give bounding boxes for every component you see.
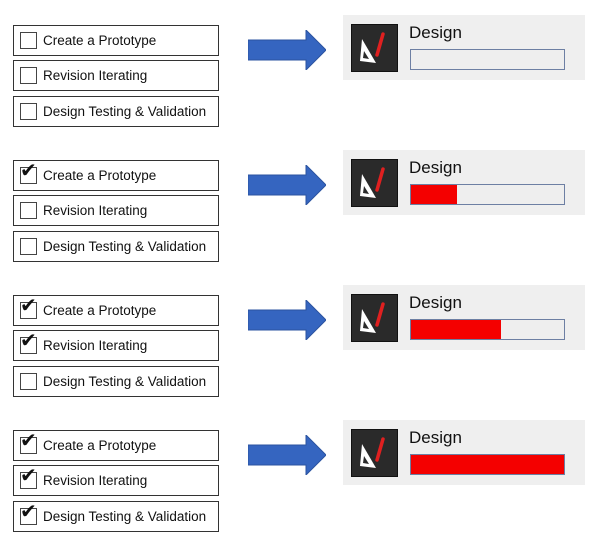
task-label: Revision Iterating: [43, 68, 148, 83]
set-square-and-pencil-icon: [351, 159, 398, 207]
progress-fill: [411, 185, 457, 204]
right-arrow-icon: [248, 435, 326, 475]
checkbox[interactable]: [20, 67, 37, 84]
progress-panel: Design: [343, 15, 585, 80]
checkmark-icon: ✔: [20, 430, 37, 452]
checkmark-icon: ✔: [20, 295, 37, 317]
task-item[interactable]: ✔ Create a Prototype: [13, 160, 219, 191]
step-group: ✔ Create a Prototype Revision Iterating …: [0, 145, 600, 280]
task-item[interactable]: Design Testing & Validation: [13, 96, 219, 127]
right-arrow-icon: [248, 165, 326, 205]
task-label: Design Testing & Validation: [43, 239, 207, 254]
checkbox[interactable]: [20, 103, 37, 120]
step-group: Create a Prototype Revision Iterating De…: [0, 10, 600, 145]
progress-bar: [410, 184, 565, 205]
task-item[interactable]: Create a Prototype: [13, 25, 219, 56]
task-item[interactable]: ✔ Create a Prototype: [13, 430, 219, 461]
checkbox[interactable]: ✔: [20, 466, 37, 489]
progress-panel: Design: [343, 150, 585, 215]
task-item[interactable]: ✔ Revision Iterating: [13, 465, 219, 496]
checkbox[interactable]: ✔: [20, 331, 37, 354]
task-label: Design Testing & Validation: [43, 509, 207, 524]
task-item[interactable]: Revision Iterating: [13, 195, 219, 226]
checkmark-icon: ✔: [20, 160, 37, 182]
step-group: ✔ Create a Prototype ✔ Revision Iteratin…: [0, 280, 600, 415]
progress-panel: Design: [343, 420, 585, 485]
panel-title: Design: [409, 428, 462, 447]
checkbox[interactable]: [20, 202, 37, 219]
right-arrow-icon: [248, 30, 326, 70]
task-label: Create a Prototype: [43, 168, 157, 183]
step-group: ✔ Create a Prototype ✔ Revision Iteratin…: [0, 415, 600, 550]
panel-title: Design: [409, 293, 462, 312]
panel-title: Design: [409, 158, 462, 177]
progress-bar: [410, 319, 565, 340]
task-item[interactable]: Revision Iterating: [13, 60, 219, 91]
checkmark-icon: ✔: [20, 465, 37, 487]
checkbox[interactable]: [20, 373, 37, 390]
task-label: Create a Prototype: [43, 303, 157, 318]
checkbox[interactable]: ✔: [20, 502, 37, 525]
progress-bar: [410, 49, 565, 70]
panel-title: Design: [409, 23, 462, 42]
checkbox[interactable]: ✔: [20, 296, 37, 319]
task-label: Create a Prototype: [43, 33, 157, 48]
task-item[interactable]: ✔ Create a Prototype: [13, 295, 219, 326]
task-item[interactable]: Design Testing & Validation: [13, 231, 219, 262]
checkbox[interactable]: ✔: [20, 161, 37, 184]
set-square-and-pencil-icon: [351, 24, 398, 72]
task-label: Design Testing & Validation: [43, 374, 207, 389]
progress-panel: Design: [343, 285, 585, 350]
progress-fill: [411, 455, 564, 474]
checkbox[interactable]: [20, 32, 37, 49]
checkmark-icon: ✔: [20, 330, 37, 352]
right-arrow-icon: [248, 300, 326, 340]
checkmark-icon: ✔: [20, 501, 37, 523]
task-label: Create a Prototype: [43, 438, 157, 453]
checkbox[interactable]: ✔: [20, 431, 37, 454]
task-item[interactable]: ✔ Design Testing & Validation: [13, 501, 219, 532]
task-item[interactable]: ✔ Revision Iterating: [13, 330, 219, 361]
checkbox[interactable]: [20, 238, 37, 255]
set-square-and-pencil-icon: [351, 429, 398, 477]
set-square-and-pencil-icon: [351, 294, 398, 342]
task-label: Design Testing & Validation: [43, 104, 207, 119]
progress-bar: [410, 454, 565, 475]
progress-fill: [411, 320, 502, 339]
task-label: Revision Iterating: [43, 473, 148, 488]
task-item[interactable]: Design Testing & Validation: [13, 366, 219, 397]
task-label: Revision Iterating: [43, 203, 148, 218]
task-label: Revision Iterating: [43, 338, 148, 353]
